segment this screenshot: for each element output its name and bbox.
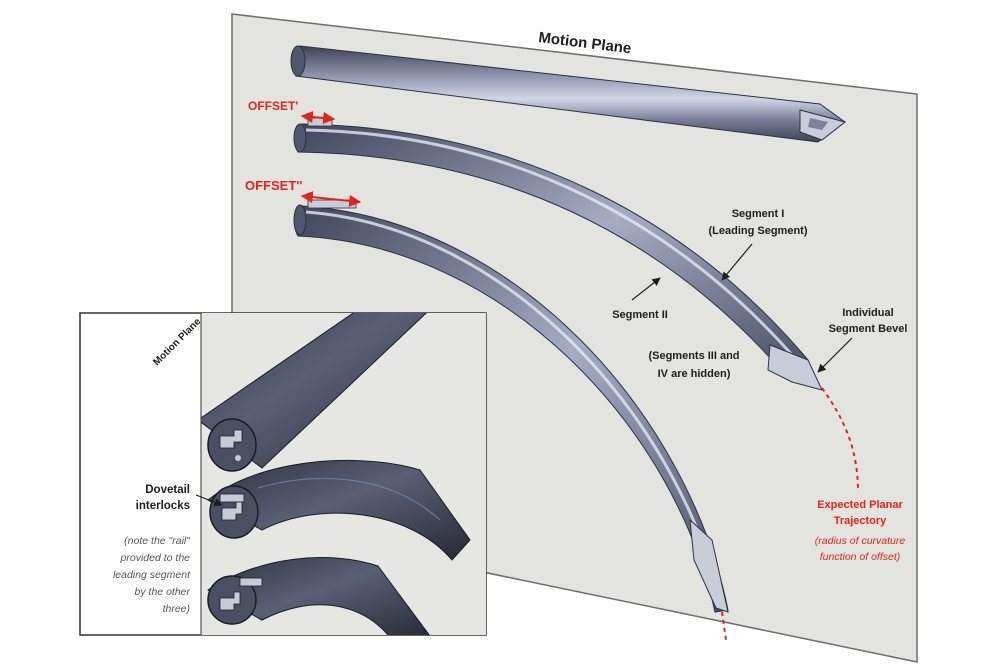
hidden-segments-label: (Segments III and <box>648 350 739 362</box>
leader-bevel <box>817 337 853 373</box>
segment-i-sublabel: (Leading Segment) <box>708 225 807 237</box>
dovetail-label: Dovetail <box>145 484 190 496</box>
inset-panel <box>79 312 487 636</box>
leader-dovetail <box>195 494 223 507</box>
inset-note-3: leading segment <box>113 569 191 581</box>
bevel-label: Individual <box>842 307 893 319</box>
leader-segment-i <box>721 243 753 281</box>
straight-rod <box>290 45 847 143</box>
offset-arrow-1 <box>300 111 336 124</box>
inset-note-5: three) <box>163 603 190 615</box>
inset-note-2: provided to the <box>120 552 191 564</box>
offset-label-2: OFFSET'' <box>245 178 302 193</box>
dovetail-sublabel: interlocks <box>136 500 190 512</box>
leader-segment-ii <box>631 277 661 301</box>
trajectory-curve-upper <box>821 387 859 493</box>
inset-rods <box>201 313 471 635</box>
offset-arrow-2 <box>300 191 362 207</box>
bevel-sublabel: Segment Bevel <box>829 323 908 335</box>
segment-i-rod <box>293 117 823 391</box>
segment-i-label: Segment I <box>732 208 785 220</box>
inset-note-1: (note the "rail" <box>124 535 191 547</box>
trajectory-label-2: Trajectory <box>834 515 887 527</box>
segment-ii-label: Segment II <box>612 309 668 321</box>
trajectory-note-2: function of offset) <box>820 551 901 563</box>
trajectory-note-1: (radius of curvature <box>815 535 906 547</box>
offset-label-1: OFFSET' <box>248 99 298 113</box>
hidden-segments-sublabel: IV are hidden) <box>658 368 731 380</box>
inset-note-4: by the other <box>135 586 191 598</box>
trajectory-label: Expected Planar <box>817 499 903 511</box>
